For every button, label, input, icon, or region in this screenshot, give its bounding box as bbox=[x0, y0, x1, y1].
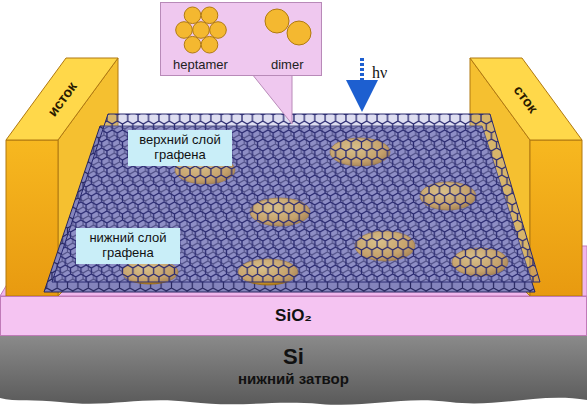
node-text: исток bbox=[44, 79, 80, 120]
node-text: SiO₂ bbox=[5, 306, 582, 326]
particle-icons bbox=[161, 3, 321, 59]
node-text: нижний слой графена bbox=[80, 231, 176, 261]
photon-label: hν bbox=[372, 64, 387, 82]
callout-box: heptamer dimer bbox=[160, 2, 322, 76]
oxide-layer: SiO₂ bbox=[0, 296, 587, 336]
layer-tag: нижний слой графена bbox=[76, 228, 180, 264]
node-text: Si bbox=[0, 344, 587, 370]
silicon-gate: Siнижний затвор bbox=[0, 336, 587, 410]
source-electrode: исток bbox=[44, 79, 80, 120]
node-text: сток bbox=[511, 82, 542, 116]
drain-electrode: сток bbox=[511, 82, 542, 116]
node-text: heptamer bbox=[173, 57, 228, 72]
node-text: нижний затвор bbox=[0, 370, 587, 387]
layer-tag: верхний слой графена bbox=[128, 130, 232, 166]
node-text: верхний слой графена bbox=[132, 133, 228, 163]
node-text: dimer bbox=[271, 57, 304, 72]
